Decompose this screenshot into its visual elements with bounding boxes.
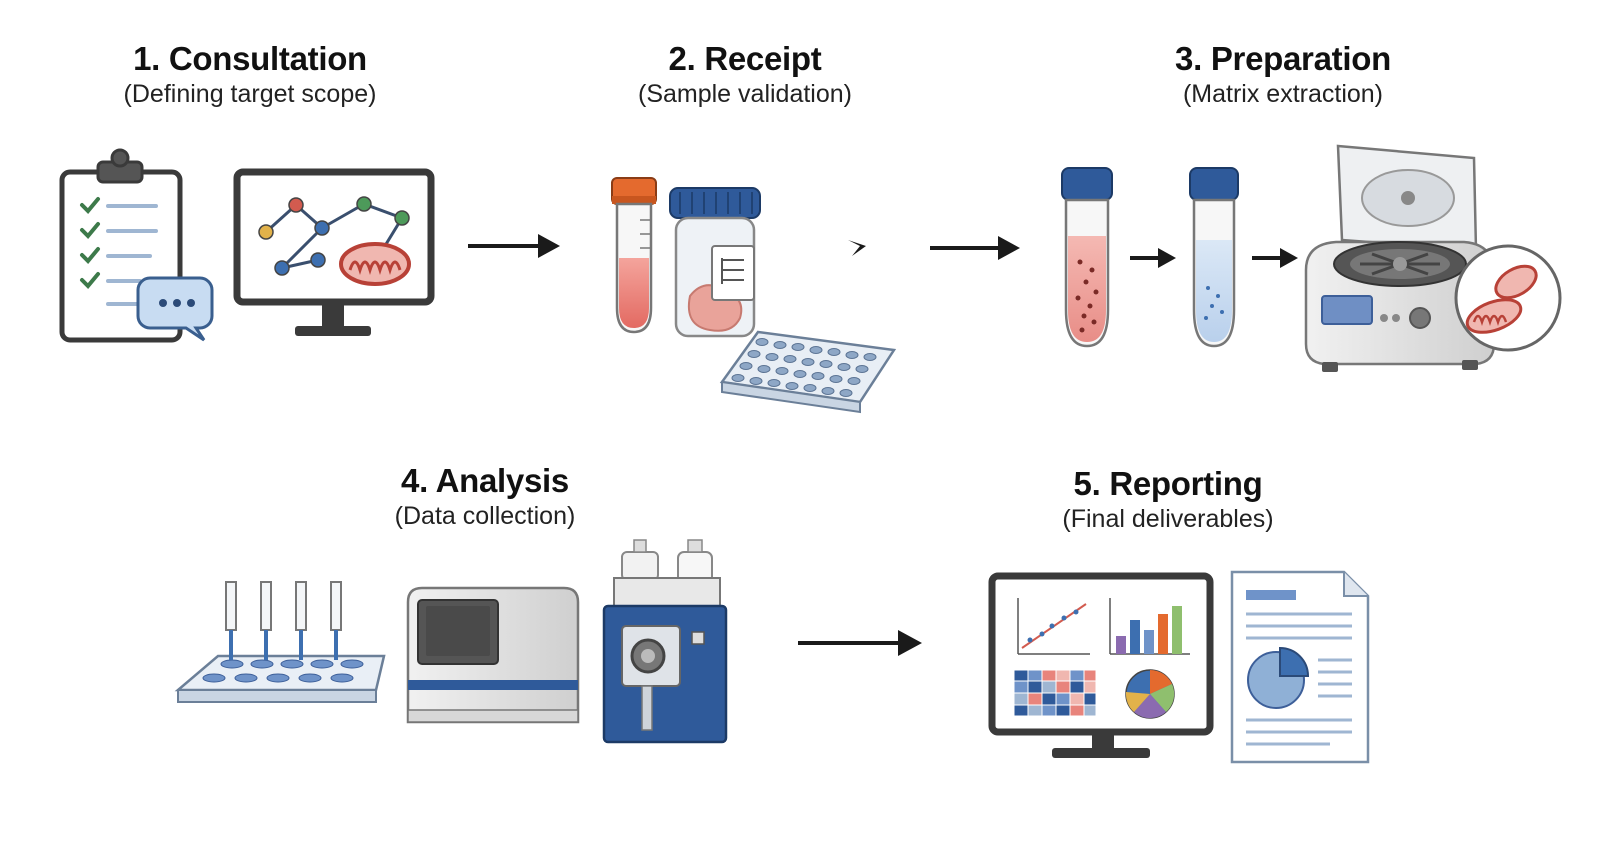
step-2-heading: 2. Receipt (Sample validation): [535, 40, 955, 109]
analyzer-instrument-icon: [406, 586, 580, 724]
step-2-title: 2. Receipt: [668, 40, 822, 77]
report-monitor-icon: [988, 572, 1214, 758]
step-5-title: 5. Reporting: [1073, 465, 1263, 502]
mini-scatter-chart: [1017, 598, 1090, 655]
mini-pie-chart: [1125, 669, 1175, 719]
step-4-title: 4. Analysis: [401, 462, 569, 499]
speech-bubble-icon: [136, 276, 214, 342]
flow-arrow-4-5: [798, 630, 922, 656]
step-5-subtitle: (Final deliverables): [1062, 505, 1274, 533]
sample-tube-icon: [611, 177, 657, 334]
step-3-heading: 3. Preparation (Matrix extraction): [1073, 40, 1493, 109]
step-2-subtitle: (Sample validation): [638, 80, 852, 108]
well-plate-icon: [719, 330, 897, 414]
mass-spectrometer-icon: [602, 539, 728, 744]
flow-arrow-1-2: [468, 234, 560, 258]
step-1-subtitle: (Defining target scope): [123, 80, 377, 108]
step-3-title: 3. Preparation: [1175, 40, 1391, 77]
pipette-plate-icon: [174, 581, 386, 703]
mitochondrion-icon: [339, 242, 411, 286]
mini-heatmap: [1013, 669, 1097, 717]
centrifuge-icon: [1304, 144, 1496, 372]
arrow-tube-to-centrifuge: [1252, 248, 1298, 268]
step-3-subtitle: (Matrix extraction): [1182, 80, 1384, 108]
mini-bar-chart: [1109, 598, 1190, 655]
small-arrow-mark: [848, 240, 866, 256]
step-1-heading: 1. Consultation (Defining target scope): [40, 40, 460, 109]
step-4-heading: 4. Analysis (Data collection): [275, 462, 695, 531]
step-5-heading: 5. Reporting (Final deliverables): [958, 465, 1378, 534]
mitochondria-zoom-icon: [1454, 244, 1562, 352]
step-4-subtitle: (Data collection): [394, 502, 576, 530]
arrow-tube-to-tube: [1130, 248, 1176, 268]
step-1-title: 1. Consultation: [133, 40, 367, 77]
flow-arrow-2-3: [930, 236, 1020, 260]
specimen-jar-icon: [669, 187, 761, 338]
report-document-icon: [1230, 570, 1370, 764]
clear-tube-icon: [1189, 167, 1239, 348]
particle-tube-icon: [1061, 167, 1113, 348]
